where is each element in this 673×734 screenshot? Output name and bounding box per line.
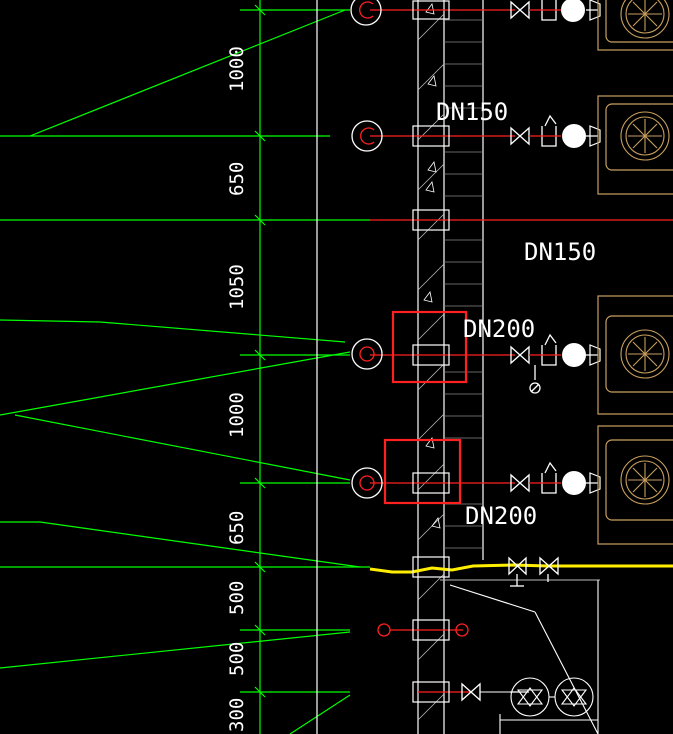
- dimension-label: 500: [226, 642, 248, 676]
- dimension-labels: 1000 650 1050 1000 650 500 500 300: [226, 46, 248, 732]
- fan-icon: [620, 455, 670, 505]
- pipe-size-label: DN150: [524, 238, 596, 266]
- equipment-units: [597, 0, 673, 545]
- pipe-size-label: DN150: [436, 98, 508, 126]
- highlight-box: [383, 438, 462, 505]
- gate-valve-icon: [510, 0, 530, 20]
- pump-room: [449, 580, 599, 734]
- highlight-boxes: [383, 310, 468, 505]
- pump-icon: [562, 471, 586, 495]
- yellow-pipe: [369, 563, 673, 574]
- riser-icon: [351, 338, 383, 370]
- gate-valve-icon: [510, 126, 530, 146]
- gauge-icon: [529, 382, 541, 394]
- pump-icon: [561, 0, 585, 22]
- dimension-label: 1000: [226, 392, 248, 438]
- grating: [444, 19, 483, 549]
- dimension-label: 500: [226, 581, 248, 615]
- gate-valve-icon: [508, 556, 527, 576]
- fan-icon: [620, 329, 670, 379]
- riser-symbols: [350, 0, 469, 637]
- pump-icon: [510, 677, 550, 717]
- gate-valve-icon: [539, 556, 559, 576]
- pump-icon: [562, 124, 586, 148]
- dimension-label: 650: [226, 162, 248, 196]
- wall-sleeves: [412, 0, 450, 703]
- dimension-label: 1050: [226, 264, 248, 310]
- gate-valve-icon: [510, 473, 530, 493]
- pipe-size-label: DN200: [463, 315, 535, 343]
- riser-icon: [351, 467, 383, 499]
- fan-icon: [620, 111, 670, 161]
- gate-valve-icon: [510, 345, 530, 365]
- riser-icon: [350, 0, 382, 26]
- gate-valve-icon: [461, 682, 481, 702]
- pump-bodies: [529, 0, 601, 495]
- riser-icon: [455, 623, 469, 637]
- fan-icon: [620, 0, 670, 39]
- dimension-label: 650: [226, 511, 248, 545]
- riser-icon: [351, 120, 383, 152]
- dimension-lines: [0, 0, 370, 734]
- dimension-label: 1000: [226, 46, 248, 92]
- wall-lines: [316, 0, 484, 734]
- wall-markers: [423, 3, 441, 529]
- dimension-label: 300: [226, 698, 248, 732]
- highlight-box: [391, 310, 468, 384]
- pipes: [370, 9, 673, 693]
- riser-icon: [377, 623, 391, 637]
- wall-hatch: [417, 13, 445, 721]
- pump-icon: [554, 677, 594, 717]
- pump-icon: [562, 343, 586, 367]
- pipe-size-label: DN200: [465, 502, 537, 530]
- fan-wheels: [620, 0, 670, 505]
